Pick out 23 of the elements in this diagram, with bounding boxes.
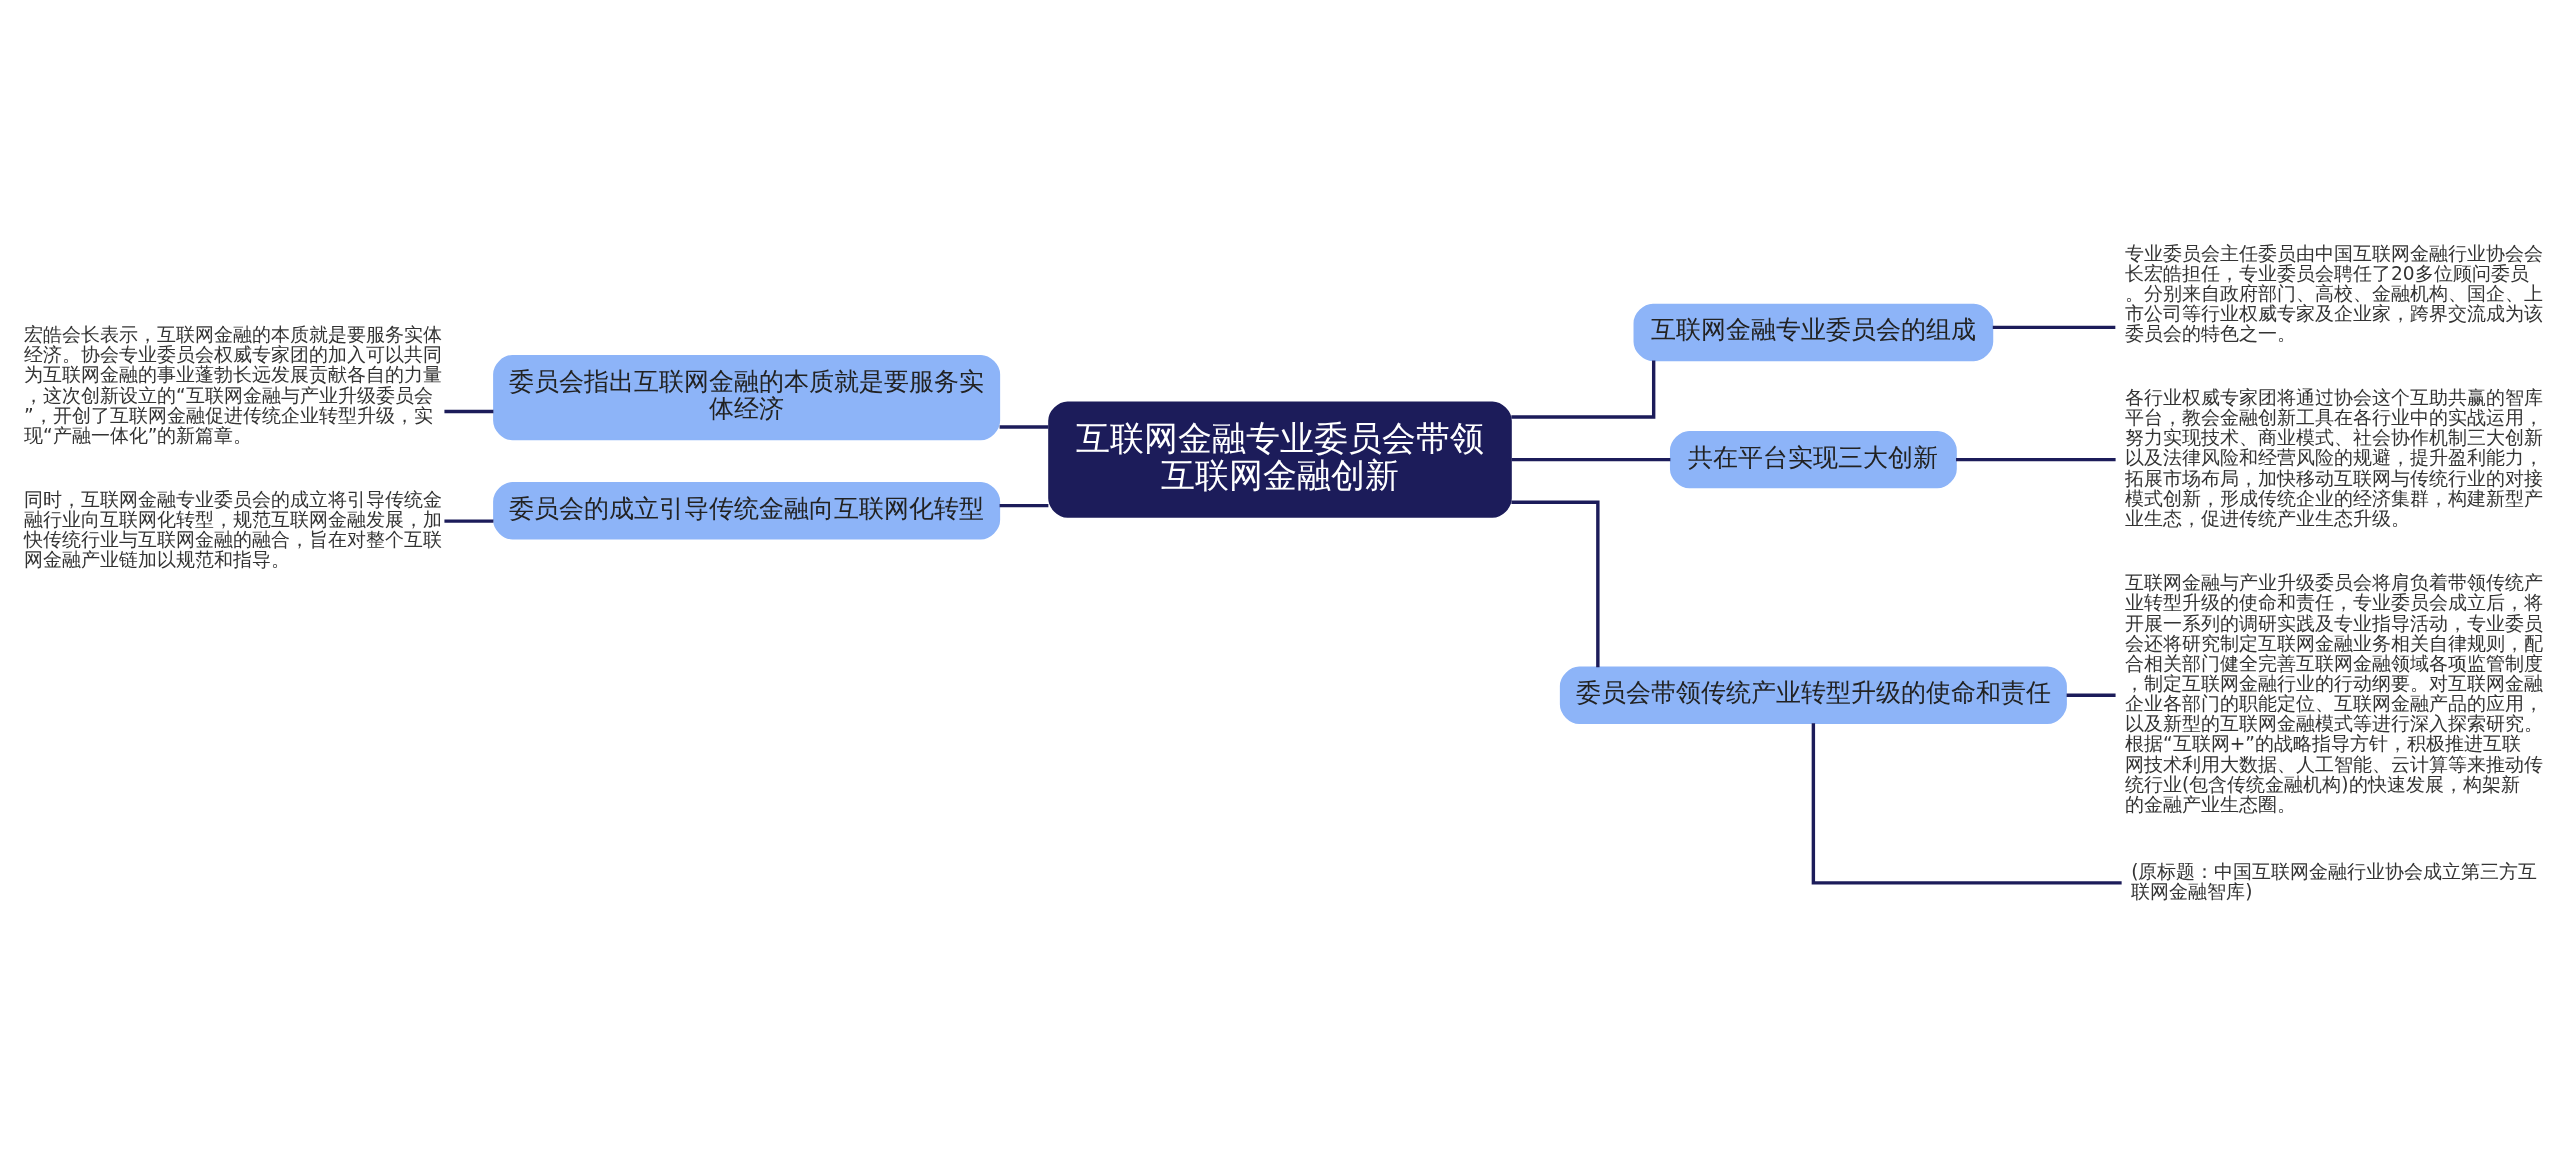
connector: [1811, 723, 2122, 885]
connector: [1992, 325, 2116, 330]
node-text: 专业委员会主任委员由中国互联网金融行业协会会长宏皓担任，专业委员会聘任了20多位顾问委员。分别来自政府部门、高校、金融机构、国企、上市公司等行业权威专家及企业家，跨界交流成为该委员会的特色之一。: [2125, 242, 2544, 345]
node-box: 互联网金融专业委员会的组成: [1633, 303, 1994, 362]
node-text: 宏皓会长表示，互联网金融的本质就是要服务实体经济。协会专业委员会权威专家团的加入可以共同为互联网金融的事业蓬勃长远发展贡献各自的力量，这次创新设立的“互联网金融与产业升级委员会”，开创了互联网金融促进传统企业转型升级，实现“产融一体化”的新篇章。: [24, 324, 443, 446]
node-text: 各行业权威专家团将通过协会这个互助共赢的智库平台，教会金融创新工具在各行业中的实战运用，努力实现技术、商业模式、社会协作机制三大创新以及法律风险和经营风险的规避，提升盈利能力，拓展市场布局，加快移动互联网与传统行业的对接模式创新，形成传统企业的经济集群，构建新型产业生态，促进传统产业生态升级。: [2125, 386, 2544, 529]
connector: [1511, 457, 1671, 462]
connector: [1956, 457, 2116, 462]
connector: [1511, 500, 1600, 668]
connector: [444, 519, 494, 523]
node-text: 互联网金融与产业升级委员会将肩负着带领传统产业转型升级的使命和责任，专业委员会成立后，将开展一系列的调研实践及专业指导活动，专业委员会还将研究制定互联网金融业务相关自律规则，配合相关部门健全完善互联网金融领域各项监管制度，制定互联网金融行业的行动纲要。对互联网金融企业各部门的职能定位、互联网金融产品的应用，以及新型的互联网金融模式等进行深入探索研究。根据“互联网+”的战略指导方针，积极推进互联网技术利用大数据、人工智能、云计算等来推动传统行业(包含传统金融机构)的快速发展，构架新的金融产业生态圈。: [2125, 572, 2544, 815]
connector: [999, 425, 1049, 429]
node-text: (原标题：中国互联网金融行业协会成立第三方互联网金融智库): [2131, 860, 2538, 902]
connector: [999, 503, 1049, 508]
connector: [1511, 360, 1656, 419]
node-box: 委员会指出互联网金融的本质就是要服务实体经济: [493, 354, 1001, 441]
node-box: 委员会带领传统产业转型升级的使命和责任: [1559, 666, 2067, 724]
node-box: 委员会的成立引导传统金融向互联网化转型: [493, 482, 1001, 540]
connector: [2066, 693, 2116, 697]
node-box: 互联网金融专业委员会带领互联网金融创新: [1048, 401, 1512, 518]
node-text: 同时，互联网金融专业委员会的成立将引导传统金融行业向互联网化转型，规范互联网金融发展，加快传统行业与互联网金融的融合，旨在对整个互联网金融产业链加以规范和指导。: [24, 488, 443, 570]
connector: [444, 409, 494, 414]
node-box: 共在平台实现三大创新: [1669, 430, 1957, 489]
